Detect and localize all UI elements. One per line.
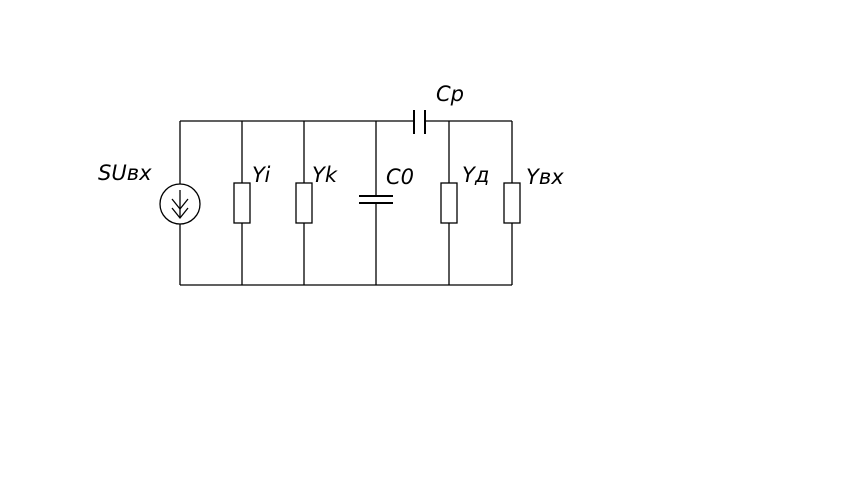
yk-resistor: [295, 182, 313, 224]
source-arrow-head-upper: [171, 198, 189, 211]
yi-branch: [233, 121, 251, 285]
yvx-branch: [503, 121, 521, 285]
yvx-resistor: [503, 182, 521, 224]
current-source-branch: [159, 121, 201, 285]
yd-branch: [440, 121, 458, 285]
yd-resistor: [440, 182, 458, 224]
label-c0: C0: [386, 165, 414, 189]
label-yk: Yk: [312, 163, 338, 187]
cp-capacitor: [413, 110, 426, 134]
yk-branch: [295, 121, 313, 285]
label-yi: Yi: [252, 163, 270, 187]
yi-resistor: [233, 182, 251, 224]
label-source: SUвх: [98, 161, 152, 185]
label-yvx: Yвх: [526, 165, 564, 189]
label-cp: Cp: [436, 82, 464, 106]
source-arrow-head-lower: [171, 207, 189, 220]
label-yd: Yд: [462, 163, 489, 187]
c0-branch: [359, 121, 393, 285]
